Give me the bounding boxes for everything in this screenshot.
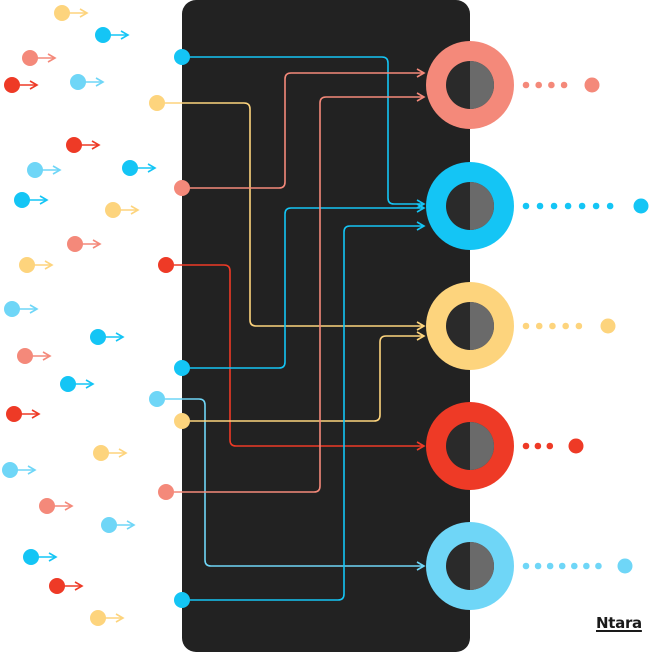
hub-salmon (426, 41, 600, 129)
trail-dot (522, 562, 530, 570)
input-node (149, 391, 165, 407)
particle (90, 329, 125, 345)
trail-dot (575, 322, 583, 330)
connection-line (174, 92, 426, 493)
input-node (174, 592, 190, 608)
particle (14, 192, 49, 208)
connection-lines (165, 56, 426, 601)
trail-dot (535, 81, 542, 89)
connection-line (190, 203, 426, 369)
trail-dot (546, 562, 554, 570)
trail-dot (534, 562, 542, 570)
trail-end-dot (584, 77, 600, 93)
trail-dot (535, 322, 543, 330)
trail-dot (606, 202, 614, 210)
trail-dot (522, 81, 530, 89)
connection-line (174, 264, 426, 451)
trail-dot (546, 442, 554, 450)
particle (17, 348, 52, 364)
trail-dot (560, 81, 568, 89)
hub-blue (426, 162, 649, 250)
trail-dot (562, 322, 569, 330)
trail-dot (522, 202, 530, 210)
particle (101, 517, 136, 533)
particle (122, 160, 157, 176)
particle (6, 406, 41, 422)
hub-group (426, 41, 649, 610)
trail-end-dot (568, 438, 584, 454)
input-node (174, 49, 190, 65)
input-node (158, 257, 174, 273)
particle (22, 50, 57, 66)
input-node (174, 360, 190, 376)
trail-dot (592, 202, 600, 210)
trail-dot (558, 562, 566, 570)
trail-dot (548, 81, 555, 89)
particle (49, 578, 84, 594)
particle (2, 462, 37, 478)
trail-dot (550, 202, 558, 210)
trail-dot (564, 202, 572, 210)
input-node (174, 180, 190, 196)
trail-dot (583, 562, 590, 570)
input-node (149, 95, 165, 111)
connection-line (190, 331, 426, 422)
ntara-logo: Ntara (596, 614, 642, 632)
particle (90, 610, 125, 626)
particle (23, 549, 58, 565)
trail-end-dot (600, 318, 616, 334)
trail-dot (570, 562, 578, 570)
connection-line (190, 56, 426, 209)
trail-dot (536, 202, 544, 210)
hub-light-blue (426, 522, 633, 610)
connection-line (190, 68, 426, 189)
particle (95, 27, 130, 43)
input-node-group (149, 49, 190, 608)
trail-dot (534, 442, 542, 450)
particle (93, 445, 128, 461)
particle (66, 137, 101, 153)
particle (105, 202, 140, 218)
trail-dot (549, 322, 556, 330)
connection-line (165, 102, 426, 331)
particle (67, 236, 102, 252)
particle-group (2, 5, 157, 626)
connection-line (165, 398, 426, 571)
trail-dot (595, 562, 602, 570)
particle (70, 74, 105, 90)
hub-yellow (426, 282, 616, 370)
hub-red (426, 402, 584, 490)
connection-line (190, 221, 426, 601)
trail-end-dot (617, 558, 633, 574)
trail-end-dot (633, 198, 649, 214)
particle (19, 257, 54, 273)
particle (4, 301, 39, 317)
particle (54, 5, 89, 21)
trail-dot (522, 322, 530, 330)
particle (39, 498, 74, 514)
particle (4, 77, 39, 93)
particle (60, 376, 95, 392)
trail-dot (578, 202, 586, 210)
trail-dot (522, 442, 530, 450)
particle (27, 162, 62, 178)
input-node (174, 413, 190, 429)
input-node (158, 484, 174, 500)
